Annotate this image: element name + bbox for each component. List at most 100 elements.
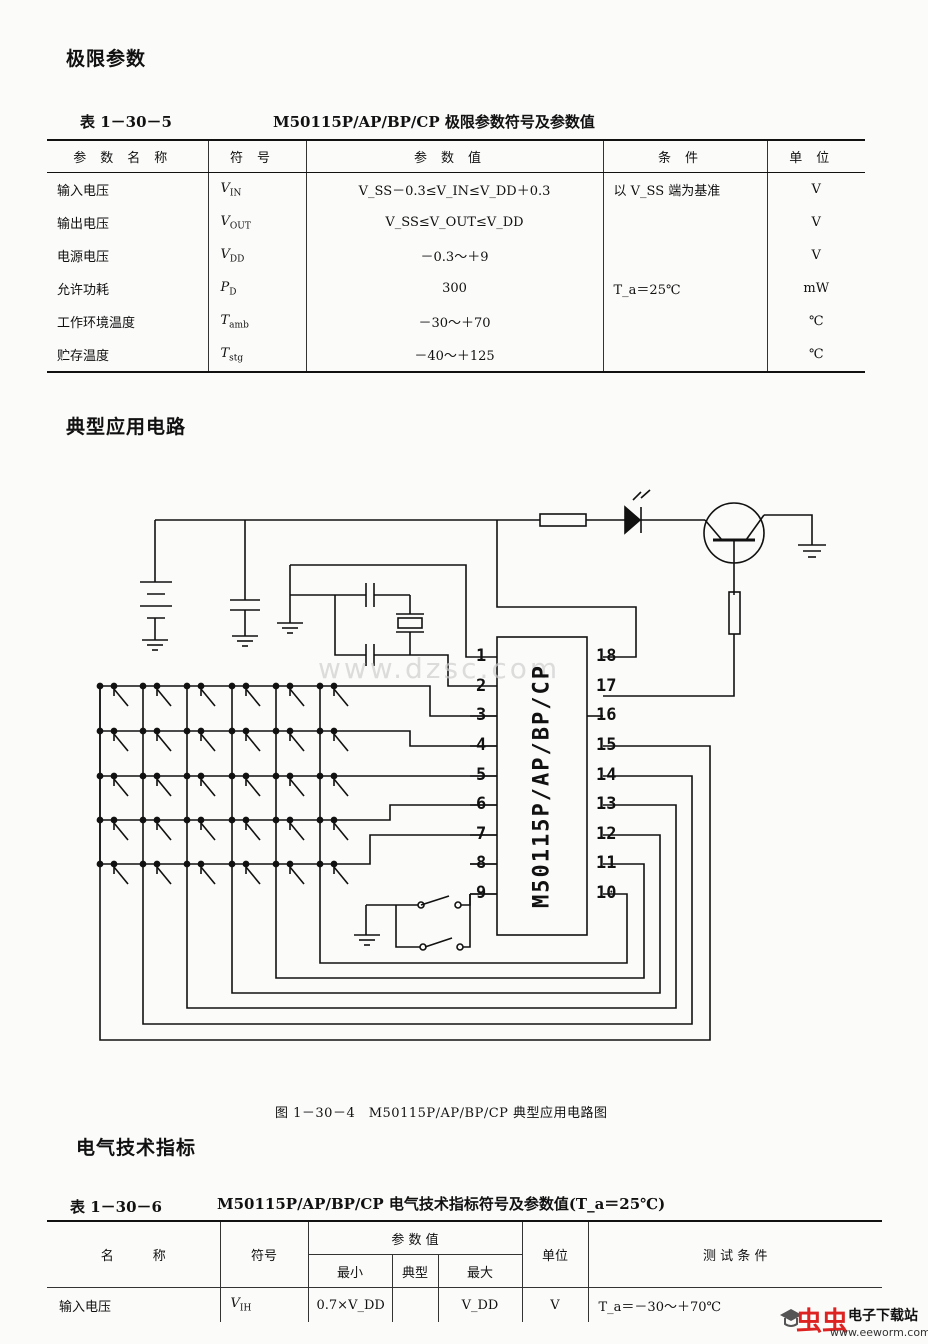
keypad-switch bbox=[139, 772, 172, 797]
row-symbol: PD bbox=[207, 272, 306, 305]
row-condition bbox=[602, 206, 767, 239]
header-min: 最小 bbox=[307, 1254, 392, 1288]
keypad-switch bbox=[228, 727, 261, 752]
chip-part-label: M50115P/AP/BP/CP bbox=[529, 664, 555, 908]
row-name: 输出电压 bbox=[57, 217, 110, 232]
pin-number-left: 5 bbox=[476, 765, 487, 785]
limits-table-header: 参数名称 符号 参数值 条件 单位 bbox=[47, 139, 865, 173]
pin-number-right: 17 bbox=[596, 676, 617, 696]
row-symbol: VIH bbox=[219, 1287, 308, 1322]
pin-number-left: 3 bbox=[476, 705, 487, 725]
pin-number-right: 18 bbox=[596, 646, 617, 666]
table2-number: 表 1－30－6 bbox=[70, 1198, 162, 1216]
capacitor-osc-1 bbox=[365, 583, 375, 607]
symbol-main: V bbox=[220, 213, 230, 229]
row-unit: V bbox=[766, 206, 865, 239]
row-unit: V bbox=[521, 1287, 588, 1322]
keypad-switch bbox=[272, 860, 305, 885]
symbol-main: T bbox=[220, 345, 230, 361]
logo-site-name: 电子下载站 bbox=[848, 1308, 918, 1324]
keypad-switch bbox=[272, 682, 305, 707]
keypad-switch bbox=[228, 816, 261, 841]
row-condition bbox=[602, 239, 767, 272]
keypad-switch bbox=[316, 816, 349, 841]
resistor-led bbox=[539, 513, 587, 527]
keypad-switch bbox=[183, 682, 216, 707]
site-logo: 虫虫 电子下载站 www.eeworm.com bbox=[778, 1297, 928, 1344]
keypad-switch bbox=[272, 772, 305, 797]
keypad-switch bbox=[183, 860, 216, 885]
keypad-switch bbox=[96, 860, 129, 885]
section-heading-electrical: 电气技术指标 bbox=[76, 1137, 197, 1159]
capacitor-decoupling bbox=[230, 599, 260, 611]
row-value: －0.3～＋9 bbox=[305, 239, 603, 272]
symbol-subscript: amb bbox=[229, 320, 249, 331]
symbol-subscript: IH bbox=[239, 1303, 252, 1314]
symbol-main: V bbox=[230, 1296, 240, 1312]
row-value: －40～＋125 bbox=[305, 338, 603, 373]
pin-number-right: 13 bbox=[596, 794, 617, 814]
ground-symbol-switch bbox=[354, 934, 380, 946]
keypad-switch bbox=[272, 816, 305, 841]
row-unit: mW bbox=[766, 272, 865, 305]
graduation-cap-icon bbox=[780, 1309, 802, 1327]
keypad-switch bbox=[228, 772, 261, 797]
pin-number-right: 11 bbox=[596, 853, 617, 873]
row-unit: ℃ bbox=[766, 305, 865, 338]
pin-number-left: 1 bbox=[476, 646, 487, 666]
logo-brand: 虫虫 bbox=[796, 1307, 849, 1337]
pin-number-left: 9 bbox=[476, 883, 487, 903]
row-symbol: VOUT bbox=[207, 206, 306, 239]
resistor-base bbox=[728, 591, 741, 635]
keypad-switch bbox=[228, 860, 261, 885]
symbol-subscript: IN bbox=[229, 188, 242, 199]
row-name: 贮存温度 bbox=[47, 338, 208, 373]
keypad-switch bbox=[316, 727, 349, 752]
symbol-subscript: stg bbox=[229, 353, 244, 364]
ground-symbol-cap bbox=[232, 635, 258, 647]
header-test-condition: 测 试 条 件 bbox=[587, 1220, 882, 1288]
led-symbol bbox=[624, 489, 651, 535]
row-min: 0.7×V_DD bbox=[307, 1287, 392, 1322]
pin-number-left: 6 bbox=[476, 794, 487, 814]
section-heading-limits: 极限参数 bbox=[66, 48, 147, 70]
row-unit: V bbox=[766, 172, 865, 206]
symbol-subscript: OUT bbox=[229, 221, 251, 232]
logo-url: www.eeworm.com bbox=[830, 1326, 928, 1339]
row-condition bbox=[602, 338, 767, 373]
keypad-switch bbox=[139, 860, 172, 885]
header-param-name: 参数名称 bbox=[47, 139, 208, 173]
symbol-subscript: D bbox=[229, 287, 237, 298]
row-max: V_DD bbox=[437, 1287, 522, 1322]
pin-number-right: 15 bbox=[596, 735, 617, 755]
row-unit: V bbox=[766, 239, 865, 272]
symbol-main: P bbox=[220, 279, 230, 295]
row-value: 300 bbox=[305, 272, 603, 305]
keypad-switch bbox=[139, 727, 172, 752]
row-typ bbox=[391, 1287, 438, 1322]
row-name: 允许功耗 bbox=[57, 283, 110, 298]
keypad-switch bbox=[183, 816, 216, 841]
table2-title: M50115P/AP/BP/CP 电气技术指标符号及参数值(T_a＝25℃) bbox=[217, 1195, 666, 1213]
header-value-group: 参 数 值 bbox=[307, 1220, 522, 1255]
header-symbol: 符号 bbox=[219, 1220, 308, 1288]
keypad-switch bbox=[316, 860, 349, 885]
electrical-table: 名 称 符号 参 数 值 单位 测 试 条 件 最小 典型 最大 输入电压 VI… bbox=[47, 1220, 882, 1322]
row-name: 输入电压 bbox=[47, 1287, 220, 1322]
table1-number: 表 1－30－5 bbox=[80, 113, 172, 131]
ground-symbol-transistor bbox=[798, 544, 826, 558]
wire-pin2 bbox=[410, 654, 497, 687]
symbol-main: V bbox=[220, 246, 230, 262]
header-max: 最大 bbox=[437, 1254, 522, 1288]
circuit-watermark: www.dzsc.com bbox=[318, 652, 560, 685]
row-name: 电源电压 bbox=[57, 250, 110, 265]
header-value: 参数值 bbox=[305, 139, 603, 173]
